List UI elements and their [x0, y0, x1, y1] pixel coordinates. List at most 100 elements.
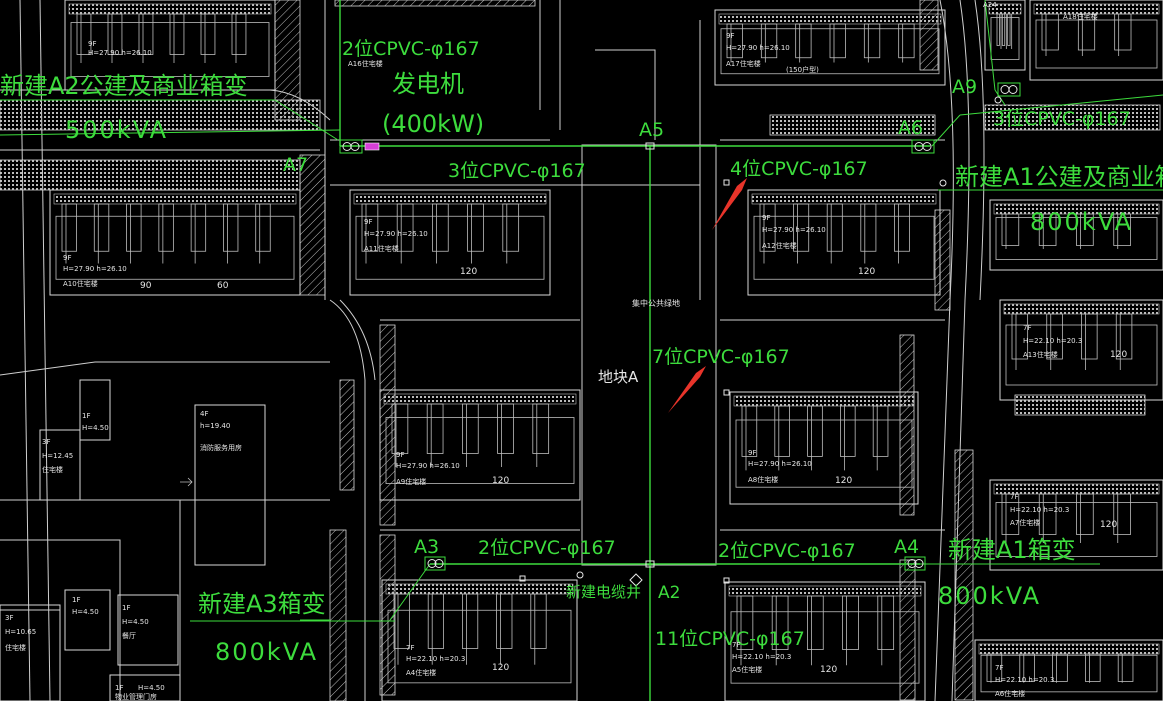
bldg-a24-name: A24: [983, 1, 997, 9]
road-network: [0, 0, 985, 701]
existing-2-floors: 1F: [82, 412, 90, 420]
transformer-a1c-capacity: 800kVA: [1030, 208, 1133, 236]
bldg-a6-floors: 7F: [995, 664, 1003, 672]
cable-well-label: 新建电缆井: [566, 583, 641, 601]
bldg-a9-floors: 9F: [396, 451, 404, 459]
bldg-a5-note: 120: [820, 665, 837, 675]
building-footprint-a8: [729, 391, 919, 505]
cable-label-3: 3位CPVC-φ167: [448, 160, 586, 182]
bldg-a12-height: H=27.90 h=26.10: [762, 226, 826, 234]
bldg-a11-height: H=27.90 h=26.10: [364, 230, 428, 238]
bldg-a8-height: H=27.90 h=26.10: [748, 460, 812, 468]
existing-1-name: 消防服务用房: [200, 443, 242, 452]
bldg-a6-name: A6住宅楼: [995, 689, 1025, 698]
cable-well-icon: [629, 573, 643, 587]
bldg-a4-note: 120: [492, 663, 509, 673]
bldg-a6-height: H=22.10 h=20.3: [995, 676, 1054, 684]
transformer-a1-capacity: 800kVA: [938, 582, 1041, 610]
transformer-a3-capacity: 800kVA: [215, 638, 318, 666]
generator-title: 发电机: [392, 70, 464, 98]
node-a4: A4: [894, 536, 919, 558]
bldg-a11-name: A11住宅楼: [364, 244, 399, 253]
green-space-label: 集中公共绿地: [632, 298, 680, 308]
building-footprint-a13b: [989, 199, 1163, 271]
cable-label-2-right: 2位CPVC-φ167: [718, 540, 856, 562]
transformer-a2-capacity: 500kVA: [65, 116, 168, 144]
bldg-a4-floors: 7F: [406, 644, 414, 652]
existing-6-height: H=4.50: [122, 618, 149, 626]
bldg-a9-note: 120: [492, 476, 509, 486]
transformer-a1-title: 新建A1箱变: [948, 536, 1076, 564]
bldg-a7-floors: 7F: [1010, 493, 1018, 501]
bldg-a17-note: (150户型): [786, 65, 819, 74]
existing-5-height: H=4.50: [72, 608, 99, 616]
existing-1-height: h=19.40: [200, 422, 230, 430]
node-a5: A5: [639, 119, 664, 141]
bldg-a16-name: A16住宅楼: [348, 59, 383, 68]
cable-label-a9: 3位CPVC-φ167: [993, 108, 1131, 130]
transformer-a3-symbol: [424, 556, 446, 571]
building-footprint-a7: [989, 479, 1163, 571]
existing-2-height: H=4.50: [82, 424, 109, 432]
existing-1-floors: 4F: [200, 410, 208, 418]
building-labels: 9F H=27.90 h=26.10 A16住宅楼 9F H=27.90 h=2…: [5, 1, 1127, 701]
bldg-a10-note1: 90: [140, 281, 152, 291]
bldg-a10-floors: 9F: [63, 254, 71, 262]
node-a6: A6: [898, 117, 923, 139]
cable-label-7: 7位CPVC-φ167: [652, 346, 790, 368]
transformer-a9-symbol: [997, 82, 1021, 97]
manhole-a2: [645, 560, 655, 568]
arrow-to-4-cable: [712, 178, 747, 230]
bldg-a9-height: H=27.90 h=26.10: [396, 462, 460, 470]
bldg-a4-height: H=22.10 h=20.3: [406, 655, 465, 663]
bldg-a10-note2: 60: [217, 281, 229, 291]
building-footprint-a12: [747, 189, 941, 296]
existing-6-floors: 1F: [122, 604, 130, 612]
building-footprint-a16: [64, 0, 276, 91]
node-a9: A9: [952, 76, 977, 98]
building-footprint-a11: [349, 189, 551, 296]
bldg-a5-height: H=22.10 h=20.3: [732, 653, 791, 661]
bldg-a5-floors: 7F: [732, 641, 740, 649]
cable-label-11: 11位CPVC-φ167: [655, 628, 805, 650]
bldg-a17-name: A17住宅楼: [726, 59, 761, 68]
transformer-a2-title: 新建A2公建及商业箱变: [0, 72, 248, 100]
existing-4-name: 住宅楼: [5, 643, 26, 652]
bldg-a7-name: A7住宅楼: [1010, 518, 1040, 527]
building-footprint-a6: [974, 639, 1163, 701]
existing-7-floors: 1F: [115, 684, 123, 692]
cable-label-2: 2位CPVC-φ167: [342, 38, 480, 60]
bldg-a12-note: 120: [858, 267, 875, 277]
plot-a-outline: [581, 144, 717, 566]
building-footprint-a9: [379, 389, 581, 501]
transformer-a7-symbol: [339, 139, 363, 154]
bldg-a7-note: 120: [1100, 520, 1117, 530]
node-a2: A2: [658, 583, 680, 603]
generator-icon: [364, 142, 380, 151]
existing-buildings: [0, 379, 266, 701]
cable-label-4: 4位CPVC-φ167: [730, 158, 868, 180]
building-footprint-a4: [381, 579, 578, 701]
residential-buildings: [49, 0, 1163, 701]
transformer-a1c-title: 新建A1公建及商业箱变: [955, 163, 1163, 191]
transformer-a4-symbol: [904, 556, 926, 571]
bldg-a11-floors: 9F: [364, 218, 372, 226]
bldg-a8-name: A8住宅楼: [748, 475, 778, 484]
bldg-a4-name: A4住宅楼: [406, 668, 436, 677]
bldg-a18-name: A18住宅楼: [1063, 12, 1098, 21]
bldg-a7-height: H=22.10 h=20.3: [1010, 506, 1069, 514]
bldg-a8-floors: 9F: [748, 449, 756, 457]
building-footprint-a18: [1029, 0, 1163, 81]
building-footprint-a5: [724, 581, 926, 701]
existing-7-name: 物业管理门房: [115, 692, 157, 701]
arrow-to-7-cable: [668, 366, 706, 413]
bldg-a12-floors: 9F: [762, 214, 770, 222]
red-arrows: [668, 178, 747, 413]
existing-3-name: 住宅楼: [42, 465, 63, 474]
existing-4-floors: 3F: [5, 614, 13, 622]
bldg-a16-height: H=27.90 h=26.10: [88, 49, 152, 57]
bldg-a8-note: 120: [835, 476, 852, 486]
